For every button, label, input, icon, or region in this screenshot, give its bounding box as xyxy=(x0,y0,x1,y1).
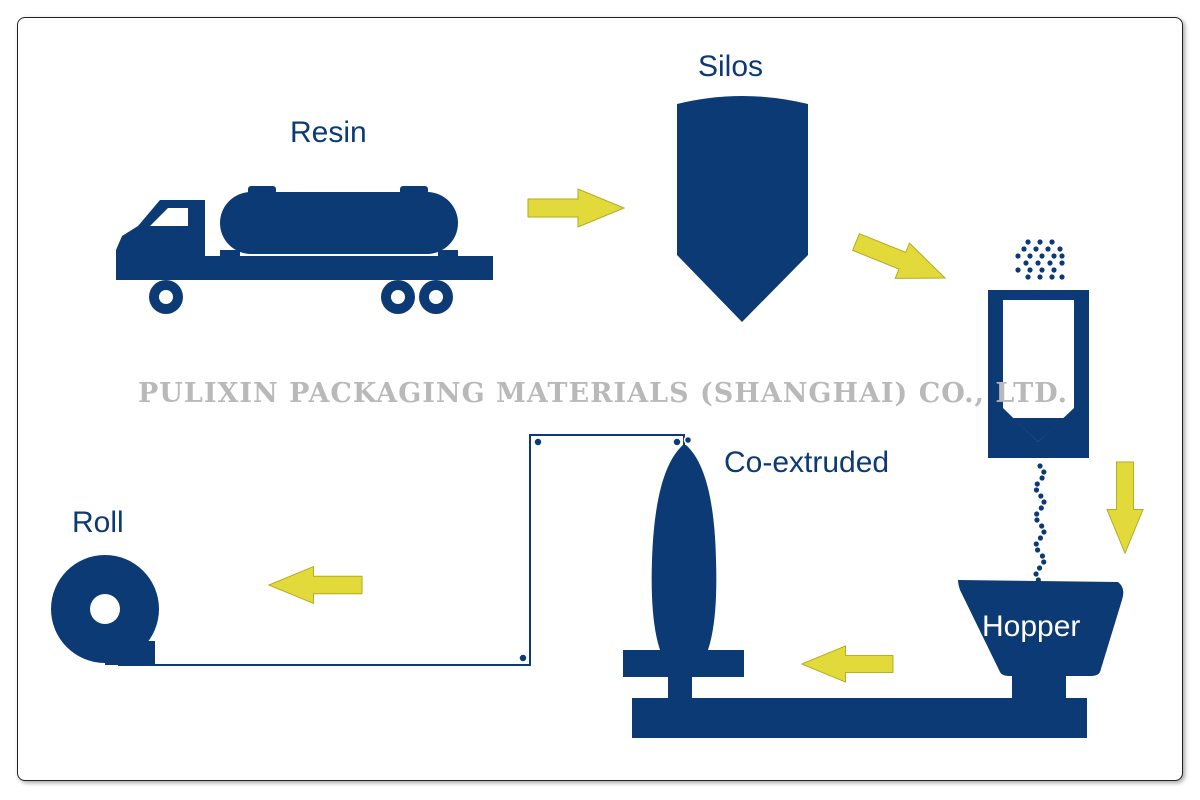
arrow-truck-to-silo xyxy=(527,188,625,228)
arrow-hopper-to-extruder xyxy=(801,645,894,683)
arrow-extruder-to-roll xyxy=(268,566,363,604)
extruder-base-icon xyxy=(623,650,1087,738)
pellets-icon xyxy=(1015,239,1065,280)
arrow-silo-to-feeder xyxy=(848,223,953,297)
film-rollers xyxy=(518,435,693,663)
label-silos: Silos xyxy=(698,50,764,83)
roll-icon xyxy=(51,555,159,665)
film-path xyxy=(118,434,685,666)
company-watermark: PULIXIN PACKAGING MATERIALS (SHANGHAI) C… xyxy=(138,378,1069,409)
hopper-icon xyxy=(958,580,1124,676)
arrow-feeder-to-hopper xyxy=(1106,461,1144,554)
label-resin: Resin xyxy=(290,116,367,149)
coextruded-bubble-icon xyxy=(651,445,717,650)
silo-icon xyxy=(677,96,808,322)
tanker-truck-icon xyxy=(116,186,493,314)
label-roll: Roll xyxy=(72,506,124,539)
label-coextruded: Co-extruded xyxy=(724,446,890,479)
pellet-stream-icon xyxy=(1033,463,1047,583)
label-hopper: Hopper xyxy=(982,610,1081,643)
feeder-bin-icon xyxy=(988,290,1089,458)
